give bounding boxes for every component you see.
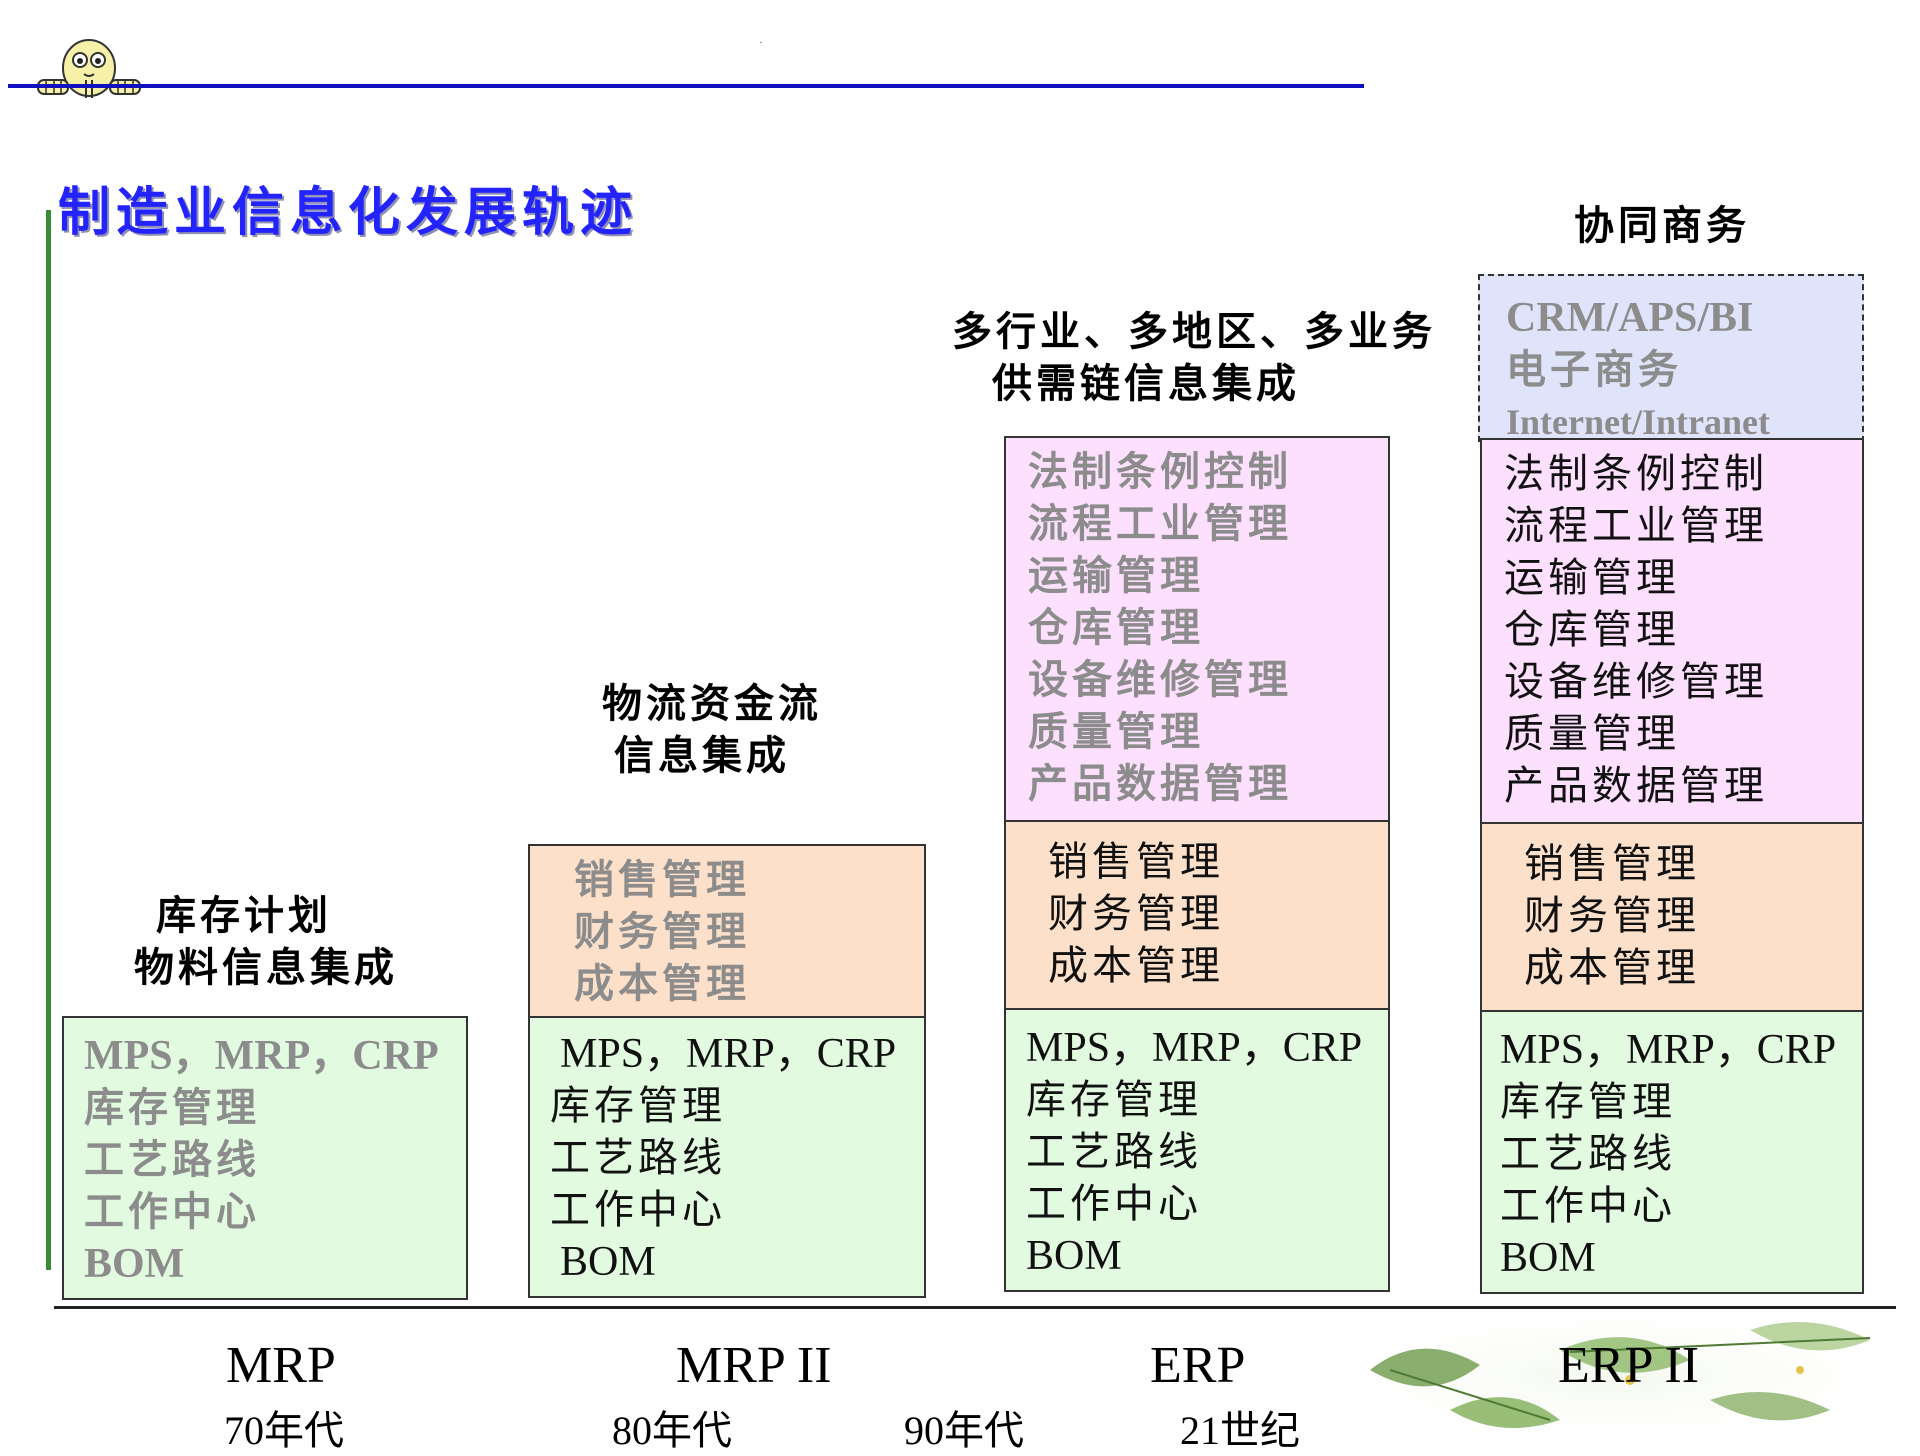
box-line: 仓库管理 [1028, 605, 1204, 651]
heading-line: 信息集成 [614, 733, 790, 779]
page-title: 制造业信息化发展轨迹 [58, 183, 639, 243]
base-module-box: MPS，MRP，CRP 库存管理 工艺路线 工作中心 BOM [62, 1016, 468, 1300]
stage-heading-erp2: 协同商务 [1574, 200, 1750, 252]
box-line: 工艺路线 [1500, 1131, 1676, 1177]
box-line: 设备维修管理 [1028, 657, 1292, 703]
box-line: 质量管理 [1028, 709, 1204, 755]
box-line: 工作中心 [1026, 1181, 1202, 1227]
base-module-box: MPS，MRP，CRP 库存管理 工艺路线 工作中心 BOM [1004, 1008, 1390, 1292]
finance-module-box: 销售管理 财务管理 成本管理 [1480, 822, 1864, 1012]
box-line: BOM [1500, 1235, 1596, 1281]
finance-module-box: 销售管理 财务管理 成本管理 [1004, 820, 1390, 1010]
stage-heading-mrp: 库存计划 物料信息集成 [134, 890, 398, 994]
box-line: BOM [560, 1239, 656, 1285]
speck [760, 42, 762, 43]
left-accent-bar [46, 210, 51, 1270]
finance-module-box: 销售管理 财务管理 成本管理 [528, 844, 926, 1020]
heading-line: 多行业、多地区、多业务 [952, 309, 1436, 355]
box-line: 流程工业管理 [1028, 501, 1292, 547]
box-line: MPS，MRP，CRP [560, 1031, 897, 1077]
box-line: 财务管理 [574, 909, 750, 955]
box-line: 库存管理 [550, 1083, 726, 1129]
industry-module-box: 法制条例控制 流程工业管理 运输管理 仓库管理 设备维修管理 质量管理 产品数据… [1004, 436, 1390, 822]
box-line: 成本管理 [1524, 945, 1700, 991]
base-module-box: MPS，MRP，CRP 库存管理 工艺路线 工作中心 BOM [528, 1016, 926, 1298]
header-rule [8, 84, 1364, 88]
box-line: 成本管理 [574, 961, 750, 1007]
stage-heading-mrp2: 物流资金流 信息集成 [602, 678, 822, 782]
box-line: 工艺路线 [550, 1135, 726, 1181]
box-line: 财务管理 [1524, 893, 1700, 939]
heading-line: 库存计划 [156, 893, 332, 939]
era-label: ERP II [1558, 1337, 1700, 1394]
heading-line: 物料信息集成 [134, 945, 398, 991]
box-line: Internet/Intranet [1506, 402, 1770, 442]
decade-label: 21世纪 [1180, 1408, 1300, 1453]
heading-line: 供需链信息集成 [992, 361, 1300, 407]
box-line: 法制条例控制 [1504, 451, 1768, 497]
collab-module-box: CRM/APS/BI 电子商务 Internet/Intranet [1478, 274, 1864, 442]
box-line: MPS，MRP，CRP [1500, 1027, 1837, 1073]
box-line: 运输管理 [1504, 555, 1680, 601]
stage-heading-erp: 多行业、多地区、多业务 供需链信息集成 [952, 306, 1436, 410]
box-line: BOM [1026, 1233, 1122, 1279]
box-line: 工艺路线 [1026, 1129, 1202, 1175]
box-line: 工作中心 [550, 1187, 726, 1233]
box-line: 运输管理 [1028, 553, 1204, 599]
heading-line: 协同商务 [1574, 203, 1750, 249]
base-module-box: MPS，MRP，CRP 库存管理 工艺路线 工作中心 BOM [1480, 1010, 1864, 1294]
decade-label: 70年代 [224, 1408, 344, 1453]
era-label: MRP [226, 1337, 336, 1394]
era-label: ERP [1150, 1337, 1246, 1394]
box-line: 质量管理 [1504, 711, 1680, 757]
decade-label: 90年代 [904, 1408, 1024, 1453]
industry-module-box: 法制条例控制 流程工业管理 运输管理 仓库管理 设备维修管理 质量管理 产品数据… [1480, 438, 1864, 824]
box-line: 仓库管理 [1504, 607, 1680, 653]
box-line: 工作中心 [84, 1189, 260, 1235]
box-line: 销售管理 [1048, 839, 1224, 885]
box-line: 流程工业管理 [1504, 503, 1768, 549]
era-label: MRP II [676, 1337, 832, 1394]
box-line: MPS，MRP，CRP [84, 1033, 439, 1079]
box-line: 库存管理 [1026, 1077, 1202, 1123]
box-line: 电子商务 [1506, 347, 1682, 393]
box-line: 销售管理 [574, 857, 750, 903]
box-line: 法制条例控制 [1028, 449, 1292, 495]
decade-label: 80年代 [612, 1408, 732, 1453]
timeline-axis [54, 1306, 1896, 1309]
box-line: MPS，MRP，CRP [1026, 1025, 1363, 1071]
box-line: 工艺路线 [84, 1137, 260, 1183]
box-line: 成本管理 [1048, 943, 1224, 989]
box-line: CRM/APS/BI [1506, 295, 1754, 341]
mascot-icon [37, 39, 141, 98]
box-line: 财务管理 [1048, 891, 1224, 937]
box-line: 设备维修管理 [1504, 659, 1768, 705]
box-line: 销售管理 [1524, 841, 1700, 887]
box-line: BOM [84, 1241, 185, 1287]
box-line: 工作中心 [1500, 1183, 1676, 1229]
leaves-decoration [1330, 1310, 1900, 1440]
box-line: 产品数据管理 [1028, 761, 1292, 807]
heading-line: 物流资金流 [602, 681, 822, 727]
box-line: 产品数据管理 [1504, 763, 1768, 809]
box-line: 库存管理 [1500, 1079, 1676, 1125]
box-line: 库存管理 [84, 1085, 260, 1131]
